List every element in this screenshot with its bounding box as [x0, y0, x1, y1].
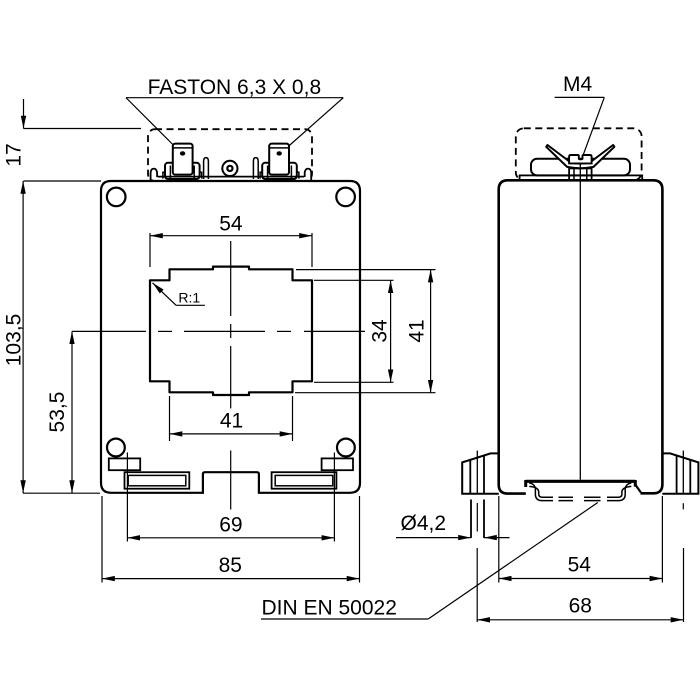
svg-text:68: 68 [569, 594, 592, 617]
svg-text:M4: M4 [563, 73, 592, 96]
svg-text:Ø4,2: Ø4,2 [401, 512, 447, 535]
svg-text:53,5: 53,5 [46, 392, 69, 433]
svg-text:41: 41 [220, 410, 243, 433]
svg-text:34: 34 [369, 319, 392, 343]
svg-text:R:1: R:1 [178, 290, 200, 306]
svg-text:FASTON 6,3 X 0,8: FASTON 6,3 X 0,8 [148, 76, 322, 99]
svg-text:17: 17 [3, 143, 26, 166]
svg-text:85: 85 [219, 554, 242, 577]
svg-text:41: 41 [406, 319, 429, 342]
svg-text:DIN EN 50022: DIN EN 50022 [262, 597, 397, 620]
svg-text:103,5: 103,5 [3, 314, 26, 367]
svg-text:69: 69 [219, 514, 242, 537]
svg-text:54: 54 [219, 213, 243, 236]
svg-text:54: 54 [568, 554, 592, 577]
